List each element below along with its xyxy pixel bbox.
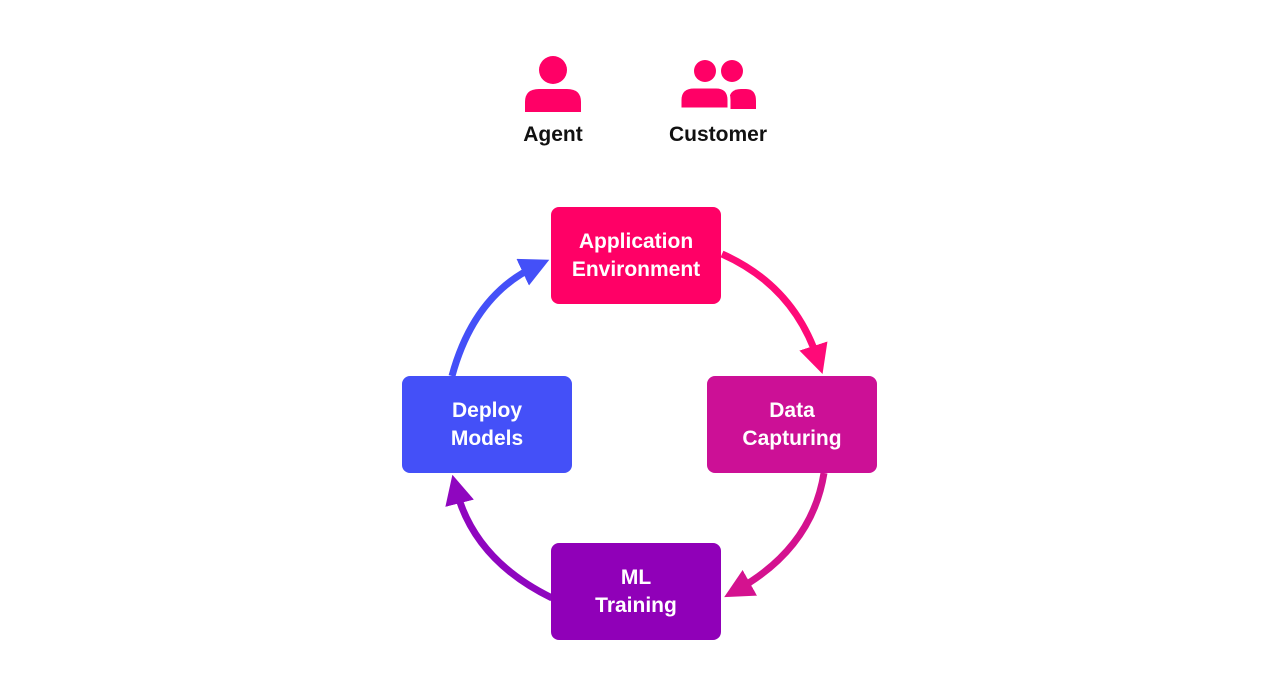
legend-customer: Customer — [658, 56, 778, 147]
node-label-line: ML — [620, 565, 652, 589]
legend-customer-label: Customer — [668, 123, 768, 146]
node-label-line: Training — [595, 593, 677, 617]
node-label-line: Deploy — [451, 398, 522, 422]
arrow-data-to-training — [724, 472, 828, 598]
node-label-line: Models — [450, 426, 524, 450]
person-icon — [525, 56, 581, 112]
legend-agent-label: Agent — [523, 123, 583, 146]
legend-agent: Agent — [503, 56, 603, 147]
node-ml-training: ML Training — [551, 543, 721, 640]
node-deploy-models: Deploy Models — [402, 376, 572, 473]
arrow-deploy-to-application — [448, 258, 550, 377]
people-icon — [678, 60, 756, 111]
node-application-environment: Application Environment — [551, 207, 721, 304]
arrow-training-to-deploy — [445, 474, 554, 602]
node-label-line: Capturing — [742, 426, 842, 450]
node-label-line: Environment — [571, 257, 701, 281]
node-label-line: Data — [769, 398, 815, 422]
arrow-application-to-data — [720, 250, 828, 374]
node-label-line: Application — [578, 229, 694, 253]
node-data-capturing: Data Capturing — [707, 376, 877, 473]
